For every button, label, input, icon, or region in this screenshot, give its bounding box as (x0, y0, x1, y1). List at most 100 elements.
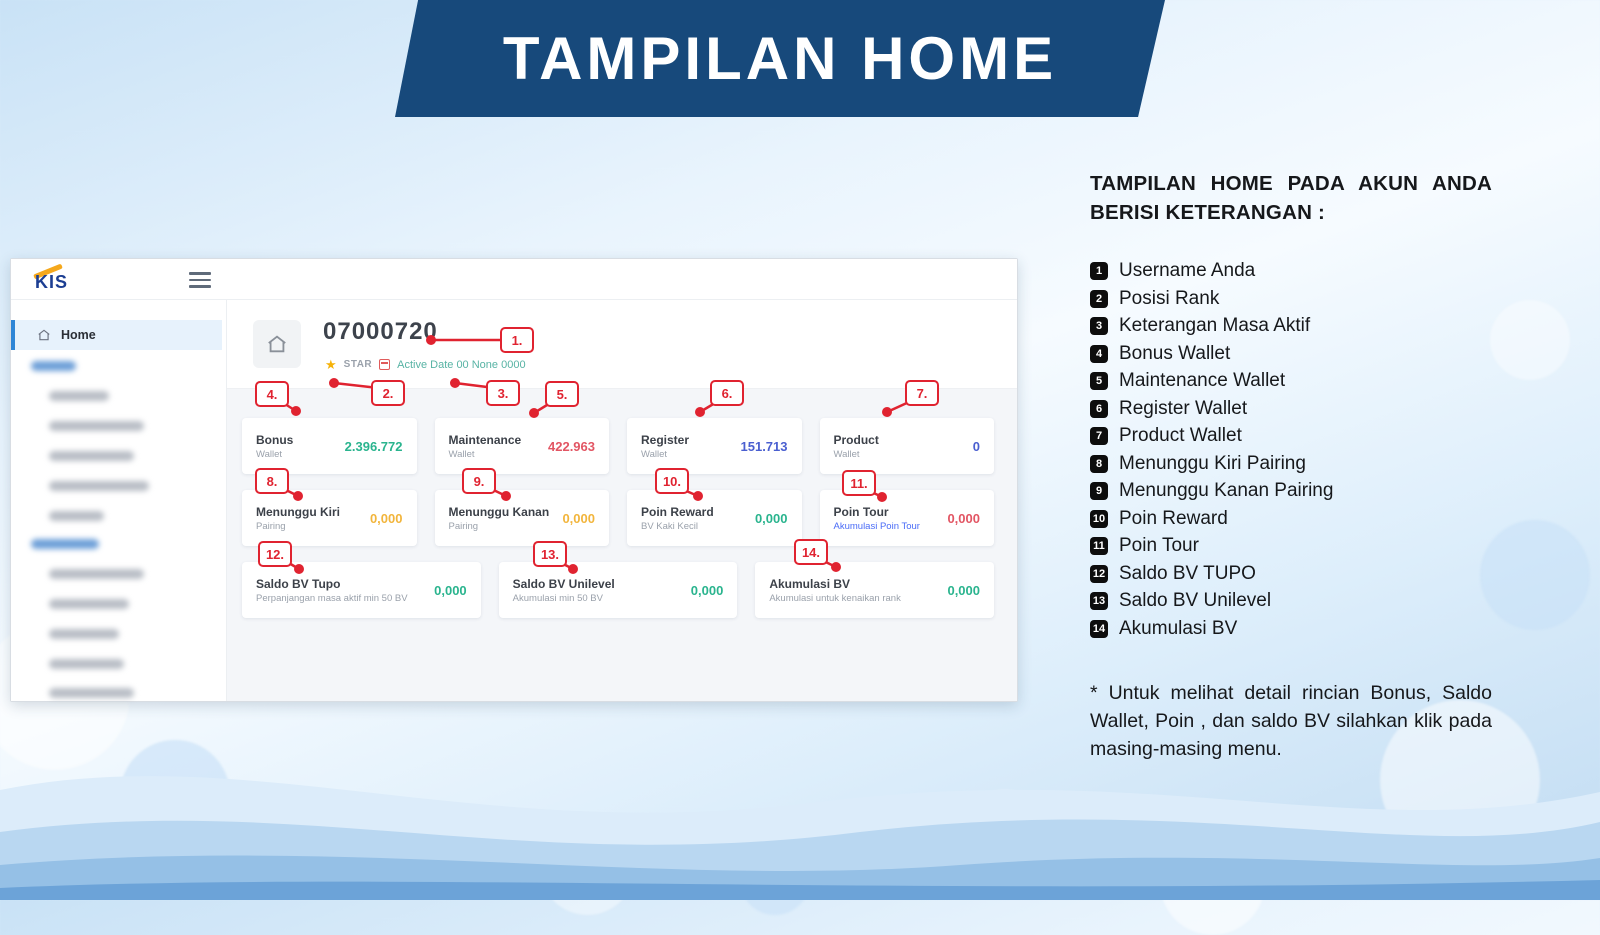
sidebar-item-home[interactable]: Home (11, 320, 222, 350)
card-value: 0,000 (947, 510, 980, 526)
list-item-label: Poin Tour (1119, 535, 1199, 557)
logo-text: KIS (35, 272, 69, 292)
card-poin-reward[interactable]: Poin Reward BV Kaki Kecil 0,000 (627, 490, 802, 546)
list-item: 10 Poin Reward (1090, 505, 1492, 533)
card-title: Menunggu Kiri (256, 504, 340, 519)
card-saldo-bv-tupo[interactable]: Saldo BV Tupo Perpanjangan masa aktif mi… (242, 562, 481, 618)
card-value: 2.396.772 (344, 438, 403, 454)
card-maintenance-wallet[interactable]: Maintenance Wallet 422.963 (434, 418, 609, 474)
dashboard-screenshot: KIS Home 07000720 ★ STAR (10, 258, 1018, 702)
callout-badge-9: 9. (462, 468, 496, 494)
panel-note: * Untuk melihat detail rincian Bonus, Sa… (1090, 682, 1492, 760)
bokeh-circle (1480, 520, 1590, 630)
sidebar-section-blurred (31, 361, 76, 371)
card-product-wallet[interactable]: Product Wallet 0 (819, 418, 994, 474)
list-item: 9 Menunggu Kanan Pairing (1090, 477, 1492, 505)
list-item-label: Bonus Wallet (1119, 342, 1231, 364)
callout-badge-10: 10. (655, 468, 689, 494)
list-item-label: Akumulasi BV (1119, 617, 1238, 639)
rank-star-icon: ★ (325, 357, 337, 372)
list-item: 4 Bonus Wallet (1090, 340, 1492, 368)
list-item-badge: 1 (1090, 262, 1108, 281)
title-banner: TAMPILAN HOME (395, 0, 1165, 117)
wave-decoration (0, 776, 1600, 900)
card-subtitle: Pairing (448, 521, 479, 533)
card-menunggu-kiri[interactable]: Menunggu Kiri Pairing 0,000 (242, 490, 417, 546)
list-item-badge: 4 (1090, 344, 1108, 363)
list-item-badge: 10 (1090, 509, 1108, 528)
card-menunggu-kanan[interactable]: Menunggu Kanan Pairing 0,000 (434, 490, 609, 546)
list-item: 11 Poin Tour (1090, 532, 1492, 560)
list-item-label: Product Wallet (1119, 425, 1242, 447)
card-subtitle: Akumulasi untuk kenaikan rank (769, 593, 901, 605)
card-title: Saldo BV Tupo (256, 576, 341, 591)
list-item-badge: 11 (1090, 537, 1108, 556)
callout-badge-1: 1. (500, 327, 534, 353)
calendar-icon (379, 359, 391, 370)
sidebar-item-blurred[interactable] (49, 688, 134, 698)
card-value: 0,000 (690, 582, 724, 598)
home-icon (38, 329, 50, 341)
sidebar-item-blurred[interactable] (49, 629, 119, 639)
card-value: 0,000 (754, 510, 788, 526)
list-item-label: Menunggu Kanan Pairing (1119, 480, 1334, 502)
card-subtitle: Wallet (448, 449, 475, 461)
list-item-badge: 3 (1090, 317, 1108, 336)
card-poin-tour[interactable]: Poin Tour Akumulasi Poin Tour 0,000 (819, 490, 994, 546)
user-home-iconbox (253, 320, 301, 368)
list-item-label: Posisi Rank (1119, 287, 1220, 309)
card-value: 0,000 (947, 582, 981, 598)
callout-badge-4: 4. (255, 381, 289, 407)
user-header: 07000720 ★ STAR Active Date 00 None 0000 (227, 300, 1017, 389)
card-akumulasi-bv[interactable]: Akumulasi BV Akumulasi untuk kenaikan ra… (755, 562, 995, 618)
card-title: Poin Tour (833, 504, 889, 519)
active-date: Active Date 00 None 0000 (397, 358, 526, 371)
list-item-label: Poin Reward (1119, 507, 1228, 529)
menu-icon[interactable] (189, 272, 211, 292)
list-item-badge: 7 (1090, 427, 1108, 446)
list-item-badge: 9 (1090, 482, 1108, 501)
sidebar-item-blurred[interactable] (49, 569, 144, 579)
card-value: 151.713 (740, 438, 788, 454)
callout-badge-6: 6. (710, 380, 744, 406)
card-value: 0,000 (369, 510, 403, 526)
sidebar-item-blurred[interactable] (49, 481, 149, 491)
topbar: KIS (11, 259, 1017, 300)
panel-heading: TAMPILAN HOME PADA AKUN ANDA BERISI KETE… (1090, 172, 1492, 224)
list-item-badge: 14 (1090, 619, 1108, 638)
sidebar-item-blurred[interactable] (49, 599, 129, 609)
card-saldo-bv-unilevel[interactable]: Saldo BV Unilevel Akumulasi min 50 BV 0,… (498, 562, 738, 618)
sidebar-item-label: Home (61, 328, 96, 342)
kis-logo[interactable]: KIS (31, 263, 91, 294)
home-icon (268, 335, 286, 353)
card-title: Menunggu Kanan (448, 504, 550, 519)
point-cards-row: Menunggu Kiri Pairing 0,000 Menunggu Kan… (242, 490, 994, 546)
card-subtitle: Akumulasi Poin Tour (833, 521, 920, 533)
callout-badge-8: 8. (255, 468, 289, 494)
sidebar-item-blurred[interactable] (49, 659, 124, 669)
card-subtitle: Pairing (256, 521, 286, 533)
sidebar-item-blurred[interactable] (49, 511, 104, 521)
callout-badge-11: 11. (842, 470, 876, 496)
card-subtitle: Wallet (641, 449, 668, 461)
callout-badge-5: 5. (545, 381, 579, 407)
card-subtitle: Wallet (833, 449, 860, 461)
main-content: 07000720 ★ STAR Active Date 00 None 0000… (227, 300, 1017, 701)
list-item-badge: 5 (1090, 372, 1108, 391)
sidebar-item-blurred[interactable] (49, 391, 109, 401)
card-bonus-wallet[interactable]: Bonus Wallet 2.396.772 (242, 418, 417, 474)
card-register-wallet[interactable]: Register Wallet 151.713 (627, 418, 802, 474)
rank-label: STAR (343, 359, 373, 370)
sidebar-item-blurred[interactable] (49, 421, 144, 431)
list-item: 7 Product Wallet (1090, 422, 1492, 450)
callout-badge-2: 2. (371, 380, 405, 406)
callout-badge-7: 7. (905, 380, 939, 406)
sidebar-item-blurred[interactable] (49, 451, 134, 461)
card-value: 0 (972, 438, 980, 454)
bv-cards-row: Saldo BV Tupo Perpanjangan masa aktif mi… (242, 562, 995, 618)
